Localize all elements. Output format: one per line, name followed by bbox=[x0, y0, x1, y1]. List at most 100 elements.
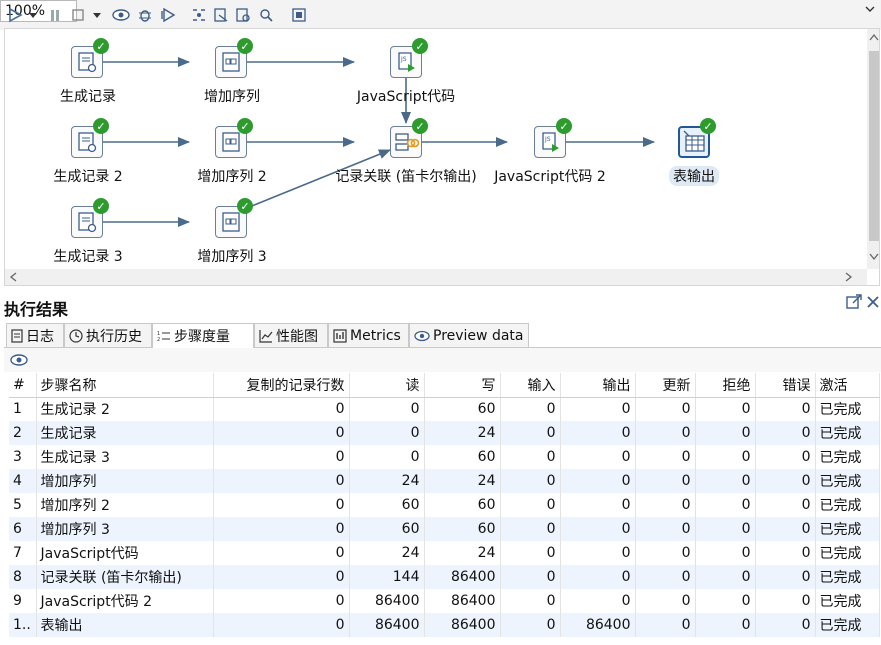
table-cell: 0 bbox=[213, 421, 350, 445]
table-cell: 86400 bbox=[349, 589, 425, 613]
table-cell: 0 bbox=[755, 397, 816, 421]
table-cell: 24 bbox=[424, 469, 501, 493]
scroll-thumb[interactable] bbox=[869, 51, 879, 241]
impact-icon[interactable] bbox=[210, 5, 232, 25]
debug-icon[interactable] bbox=[134, 5, 156, 25]
column-header[interactable]: 输出 bbox=[560, 373, 636, 398]
table-cell: 0 bbox=[500, 397, 561, 421]
canvas-vertical-scrollbar[interactable] bbox=[867, 29, 879, 269]
table-cell: 0 bbox=[213, 445, 350, 469]
show-results-icon[interactable] bbox=[288, 5, 310, 25]
scroll-up-icon[interactable] bbox=[869, 33, 879, 41]
table-cell: 0 bbox=[755, 541, 816, 565]
step-label[interactable]: 生成记录 3 bbox=[53, 249, 123, 265]
table-cell: 0 bbox=[755, 445, 816, 469]
stop-dropdown-icon[interactable] bbox=[90, 5, 104, 25]
run-dropdown-icon[interactable] bbox=[26, 5, 40, 25]
table-cell: 8 bbox=[9, 565, 37, 589]
table-cell: 60 bbox=[424, 397, 501, 421]
step-label[interactable]: 生成记录 2 bbox=[53, 169, 123, 185]
hop-6[interactable] bbox=[246, 149, 391, 209]
table-cell: 0 bbox=[695, 589, 756, 613]
column-header[interactable]: # bbox=[9, 373, 37, 398]
explore-db-icon[interactable] bbox=[255, 5, 277, 25]
step-label[interactable]: 记录关联 (笛卡尔输出) bbox=[335, 169, 477, 185]
table-cell: 0 bbox=[635, 397, 696, 421]
column-header[interactable]: 输入 bbox=[500, 373, 561, 398]
step-label[interactable]: 生成记录 bbox=[60, 89, 116, 105]
step-table-icon[interactable] bbox=[678, 126, 710, 158]
scroll-right-icon[interactable] bbox=[845, 272, 853, 282]
toolbar: 100% bbox=[0, 0, 881, 30]
table-cell: 86400 bbox=[349, 613, 425, 637]
table-cell: 0 bbox=[213, 589, 350, 613]
tab-metrics[interactable]: Metrics bbox=[328, 323, 409, 347]
column-header[interactable]: 写 bbox=[424, 373, 501, 398]
verify-icon[interactable] bbox=[188, 5, 210, 25]
tab-label: 步骤度量 bbox=[174, 329, 230, 345]
column-header[interactable]: 激活 bbox=[815, 373, 880, 398]
table-cell: 24 bbox=[424, 541, 501, 565]
preview-eye-icon[interactable] bbox=[110, 5, 132, 25]
pause-icon[interactable] bbox=[46, 5, 64, 25]
svg-text:JS: JS bbox=[400, 56, 407, 63]
column-header[interactable]: 拒绝 bbox=[695, 373, 756, 398]
column-header[interactable]: 更新 bbox=[635, 373, 696, 398]
run-icon[interactable] bbox=[4, 5, 26, 25]
tab-log[interactable]: 日志 bbox=[6, 323, 64, 347]
step-gen-icon[interactable] bbox=[71, 126, 103, 158]
tab-eye[interactable]: Preview data bbox=[409, 323, 529, 347]
step-seq-icon[interactable] bbox=[215, 46, 247, 78]
table-cell: 0 bbox=[349, 445, 425, 469]
canvas-horizontal-scrollbar[interactable] bbox=[5, 269, 867, 285]
step-label[interactable]: 表输出 bbox=[669, 166, 719, 186]
column-header[interactable]: 步骤名称 bbox=[36, 373, 214, 398]
scroll-left-icon[interactable] bbox=[9, 272, 17, 282]
sql-icon[interactable] bbox=[232, 5, 254, 25]
success-check-icon: ✓ bbox=[237, 198, 253, 214]
table-cell: 0 bbox=[500, 565, 561, 589]
step-label[interactable]: 增加序列 3 bbox=[197, 249, 267, 265]
close-icon[interactable] bbox=[866, 294, 880, 314]
maximize-icon[interactable] bbox=[846, 294, 862, 314]
column-header[interactable]: 错误 bbox=[755, 373, 816, 398]
table-cell: JavaScript代码 2 bbox=[36, 589, 214, 613]
table-cell: 增加序列 3 bbox=[36, 517, 214, 541]
table-cell: 0 bbox=[635, 613, 696, 637]
step-label[interactable]: 增加序列 2 bbox=[197, 169, 267, 185]
tab-history[interactable]: 执行历史 bbox=[64, 323, 152, 347]
column-header[interactable]: 读 bbox=[349, 373, 425, 398]
table-cell: 2 bbox=[9, 421, 37, 445]
success-check-icon: ✓ bbox=[412, 38, 428, 54]
scroll-down-icon[interactable] bbox=[869, 253, 879, 261]
step-seq-icon[interactable] bbox=[215, 206, 247, 238]
column-header[interactable]: 复制的记录行数 bbox=[213, 373, 350, 398]
replay-icon[interactable] bbox=[157, 5, 179, 25]
table-cell: 0 bbox=[349, 397, 425, 421]
table-cell: 0 bbox=[695, 565, 756, 589]
step-label[interactable]: JavaScript代码 2 bbox=[494, 169, 606, 185]
table-cell: 已完成 bbox=[815, 565, 880, 589]
table-cell: 0 bbox=[560, 397, 636, 421]
tab-chart[interactable]: 性能图 bbox=[254, 323, 328, 347]
eye-icon[interactable] bbox=[10, 353, 28, 371]
step-label[interactable]: 增加序列 bbox=[204, 89, 260, 105]
step-gen-icon[interactable] bbox=[71, 46, 103, 78]
table-cell: 24 bbox=[424, 421, 501, 445]
step-label[interactable]: JavaScript代码 bbox=[356, 89, 456, 105]
table-cell: 86400 bbox=[560, 613, 636, 637]
table-cell: 0 bbox=[560, 565, 636, 589]
stop-icon[interactable] bbox=[68, 5, 88, 25]
